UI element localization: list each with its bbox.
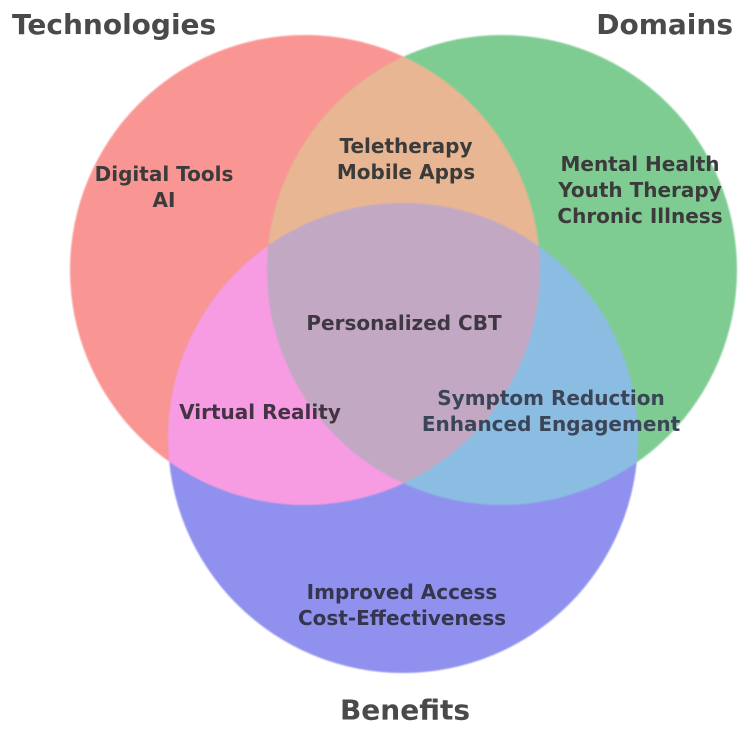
center-overlap-label: Personalized CBT bbox=[306, 310, 501, 336]
label-line: Enhanced Engagement bbox=[421, 412, 681, 436]
label-line: Chronic Illness bbox=[557, 204, 723, 228]
domains-set-title: Domains bbox=[596, 8, 733, 41]
benefits-only-label: Improved Access Cost-Effectiveness bbox=[298, 579, 506, 631]
technologies-only-label: Digital Tools AI bbox=[95, 161, 234, 213]
technologies-set-title: Technologies bbox=[12, 8, 217, 41]
label-line: Teletherapy bbox=[339, 134, 473, 158]
benefits-set-title: Benefits bbox=[339, 693, 471, 727]
tech-benefits-overlap-label: Virtual Reality bbox=[179, 399, 341, 425]
label-line: Cost-Effectiveness bbox=[297, 606, 507, 630]
label-line: Personalized CBT bbox=[306, 311, 502, 335]
label-line: Symptom Reduction bbox=[437, 386, 665, 410]
domains-benefits-overlap-label: Symptom Reduction Enhanced Engagement bbox=[422, 385, 680, 437]
label-line: Mobile Apps bbox=[336, 160, 476, 184]
domains-only-label: Mental Health Youth Therapy Chronic Illn… bbox=[557, 151, 722, 229]
label-line: Digital Tools bbox=[94, 162, 234, 186]
label-line: Virtual Reality bbox=[179, 400, 341, 424]
tech-domains-overlap-label: Teletherapy Mobile Apps bbox=[337, 133, 475, 185]
label-line: AI bbox=[152, 188, 176, 212]
label-line: Mental Health bbox=[560, 152, 720, 176]
label-line: Youth Therapy bbox=[558, 178, 722, 202]
center-overlap-region bbox=[267, 203, 540, 505]
label-line: Improved Access bbox=[306, 580, 498, 604]
